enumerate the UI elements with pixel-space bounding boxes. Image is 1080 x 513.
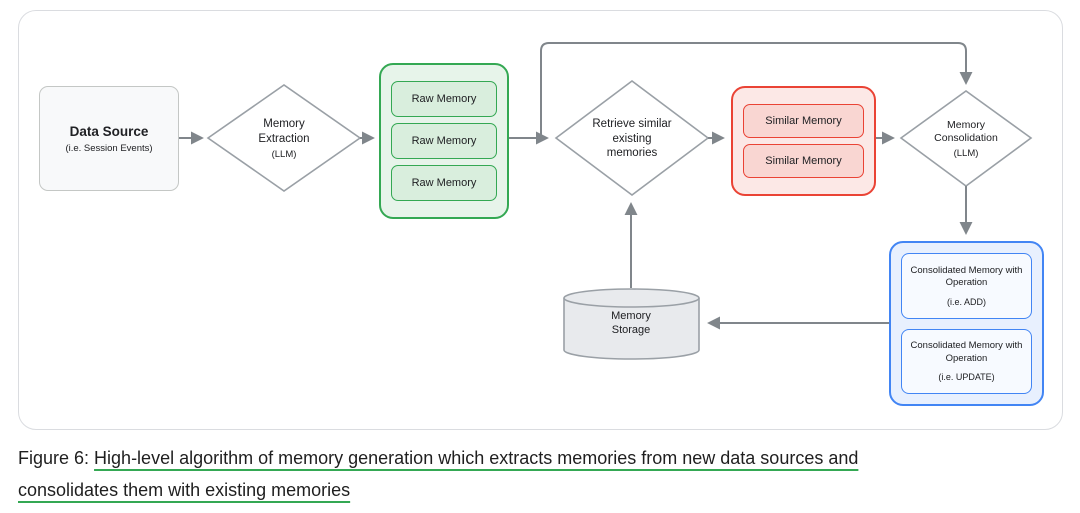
- consolidated-memory-group: Consolidated Memory with Operation (i.e.…: [889, 241, 1044, 406]
- consolidated-memory-title: Consolidated Memory with Operation: [910, 264, 1023, 289]
- consolidated-memory-box: Consolidated Memory with Operation (i.e.…: [901, 253, 1032, 319]
- raw-memory-box: Raw Memory: [391, 165, 497, 201]
- raw-memory-label: Raw Memory: [411, 177, 477, 189]
- raw-memory-label: Raw Memory: [411, 93, 477, 105]
- retrieve-line-3: memories: [606, 147, 658, 160]
- consolidated-memory-title: Consolidated Memory with Operation: [910, 340, 1023, 364]
- consolidated-memory-op: (i.e. UPDATE): [938, 372, 995, 383]
- retrieve-label: Retrieve similar existing memories: [584, 109, 680, 169]
- memory-extraction-label: Memory Extraction (LLM): [224, 106, 344, 171]
- memory-storage-cylinder: [563, 288, 700, 360]
- similar-memory-box: Similar Memory: [743, 104, 864, 138]
- data-source-subtitle: (i.e. Session Events): [65, 142, 153, 154]
- memory-extraction-title: Memory Extraction: [258, 118, 310, 145]
- consolidated-memory-op: (i.e. ADD): [946, 296, 986, 307]
- caption-underlined-line-1: High-level algorithm of memory generatio…: [94, 448, 859, 468]
- similar-memory-group: Similar Memory Similar Memory: [731, 86, 876, 196]
- similar-memory-label: Similar Memory: [765, 155, 842, 167]
- memory-consolidation-diamond: [899, 90, 1033, 187]
- figure-caption: Figure 6: High-level algorithm of memory…: [18, 442, 1068, 506]
- data-source-title: Data Source: [69, 123, 149, 139]
- memory-consolidation-subtitle: (LLM): [953, 148, 979, 160]
- similar-memory-label: Similar Memory: [765, 115, 842, 127]
- raw-memory-group: Raw Memory Raw Memory Raw Memory: [379, 63, 509, 219]
- memory-extraction-subtitle: (LLM): [271, 148, 297, 160]
- consolidated-memory-box: Consolidated Memory with Operation (i.e.…: [901, 328, 1032, 394]
- caption-underlined-line-2: consolidates them with existing memories: [18, 480, 351, 500]
- memory-consolidation-title: Memory Consolidation: [934, 118, 998, 144]
- similar-memory-box: Similar Memory: [743, 144, 864, 178]
- connectors-layer: [179, 42, 1033, 360]
- raw-memory-box: Raw Memory: [391, 123, 497, 159]
- figure-6-diagram-card: Data Source (i.e. Session Events) Memory…: [18, 10, 1063, 430]
- raw-memory-label: Raw Memory: [411, 135, 477, 147]
- raw-memory-box: Raw Memory: [391, 81, 497, 117]
- data-source-node: Data Source (i.e. Session Events): [39, 86, 179, 191]
- arrow-feedback-top-to-consolidation: [540, 42, 973, 138]
- memory-consolidation-label: Memory Consolidation (LLM): [916, 111, 1016, 167]
- retrieve-line-1: Retrieve similar: [592, 118, 672, 131]
- retrieve-line-2: existing: [612, 132, 652, 145]
- memory-storage-label: Memory Storage: [586, 303, 676, 345]
- memory-storage-text: Memory Storage: [611, 310, 651, 336]
- caption-prefix: Figure 6:: [18, 448, 95, 468]
